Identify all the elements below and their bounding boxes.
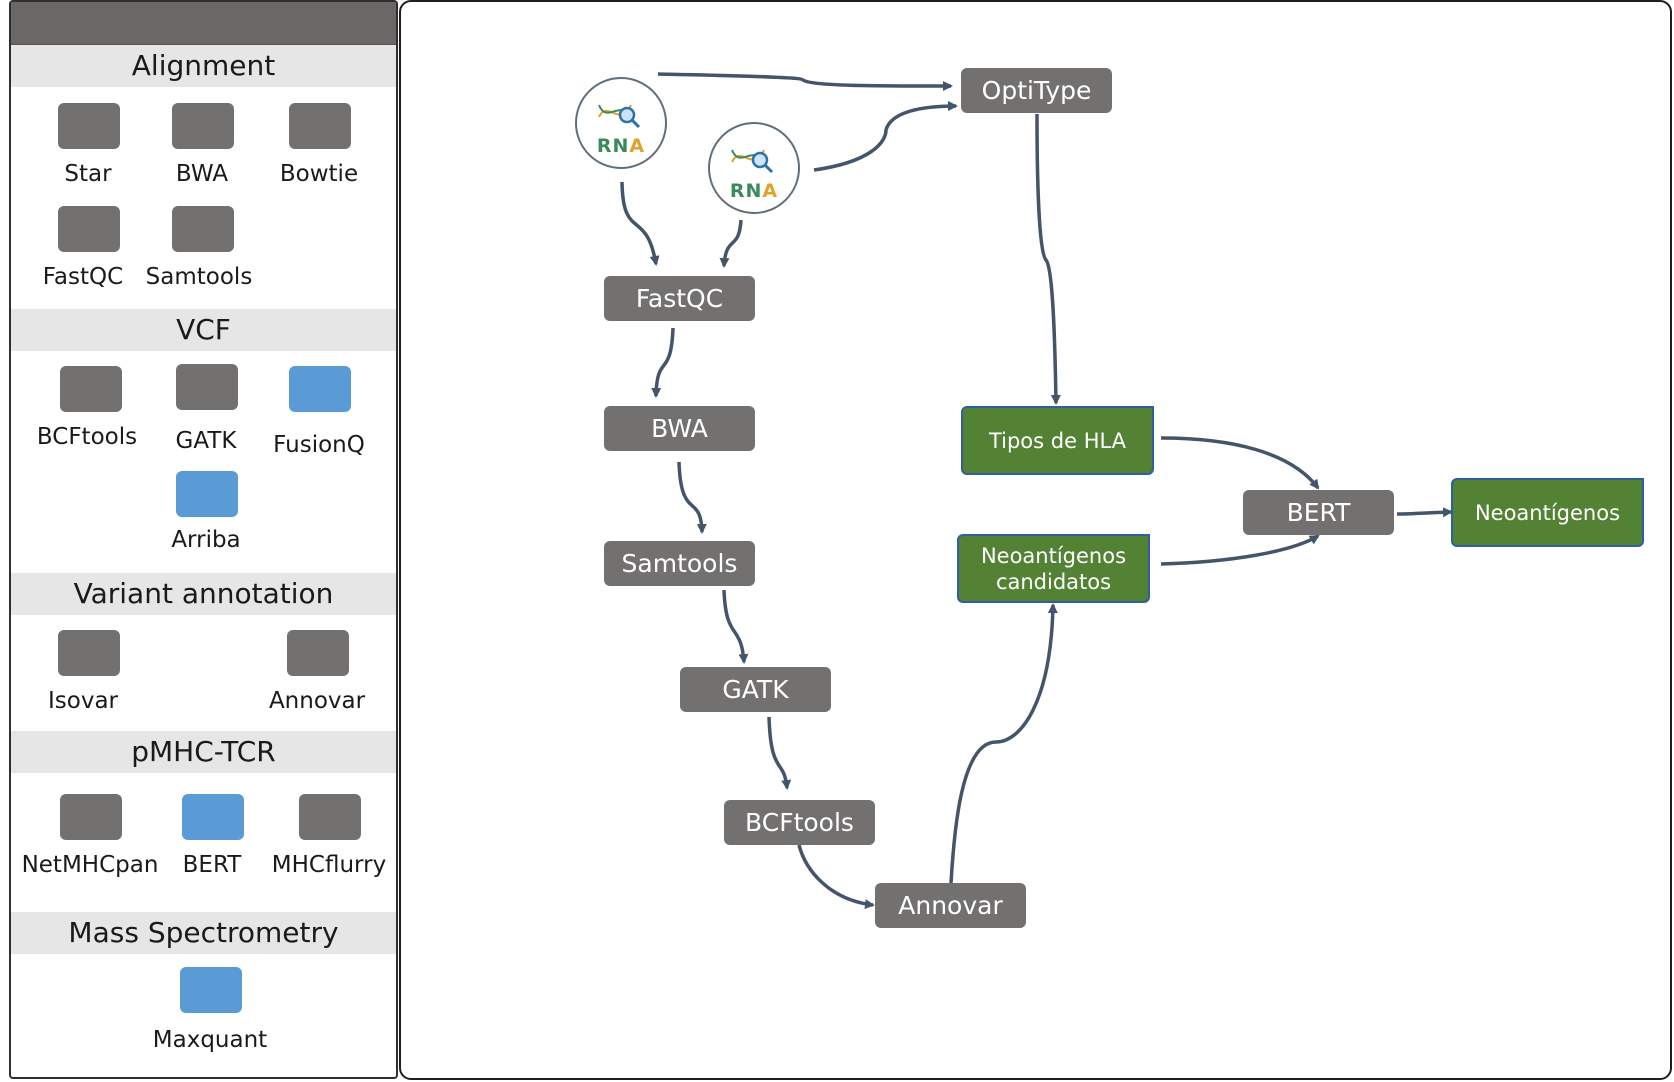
edge-optitype-hla [1035, 113, 1061, 405]
candidates-line-1: Neoantígenos [980, 543, 1127, 568]
tool-isovar-label: Isovar [48, 688, 118, 714]
node-bwa[interactable]: BWA [604, 406, 755, 451]
tool-annovar-label: Annovar [268, 688, 366, 714]
tool-bcftools-swatch [60, 366, 122, 412]
tool-samtools[interactable]: Samtools [132, 206, 272, 316]
edge-bwa-samtools [677, 461, 707, 534]
dna-magnifier-icon [731, 149, 774, 174]
tool-netmhcpan-swatch [60, 794, 122, 840]
section-vcf-title: VCF [11, 309, 396, 351]
rna-input-2[interactable]: RNA [708, 122, 800, 214]
tool-isovar-swatch [58, 630, 120, 676]
tool-maxquant[interactable]: Maxquant [140, 967, 280, 1077]
edge-bert-neoantigens [1396, 507, 1453, 518]
tool-samtools-label: Samtools [145, 264, 253, 290]
tool-bert[interactable]: BERT [142, 794, 282, 904]
tool-netmhcpan-label: NetMHCpan [21, 852, 159, 878]
tool-isovar[interactable]: Isovar [18, 630, 158, 740]
tool-bwa[interactable]: BWA [132, 103, 272, 213]
section-mass-spectrometry-title: Mass Spectrometry [11, 912, 396, 954]
tool-gatk[interactable]: GATK [136, 364, 276, 474]
tool-arriba-label: Arriba [171, 527, 241, 553]
node-samtools[interactable]: Samtools [604, 541, 755, 586]
tool-bwa-swatch [172, 103, 234, 149]
tool-bert-swatch [182, 794, 244, 840]
node-annovar[interactable]: Annovar [875, 883, 1026, 928]
tool-annovar-swatch [287, 630, 349, 676]
section-pmhc-tcr-title: pMHC-TCR [11, 731, 396, 773]
tool-samtools-swatch [172, 206, 234, 252]
tool-star-label: Star [64, 161, 112, 187]
tool-fusionq[interactable]: FusionQ [249, 366, 389, 476]
tool-star[interactable]: Star [18, 103, 158, 213]
edge-hla-bert [1160, 436, 1320, 490]
tool-star-swatch [58, 103, 120, 149]
node-neoantigen-candidates[interactable]: Neoantígenos candidatos [957, 534, 1150, 603]
edge-annovar-candidates [949, 603, 1058, 884]
tool-bert-label: BERT [182, 852, 242, 878]
node-gatk[interactable]: GATK [680, 667, 831, 712]
tool-mhcflurry-swatch [299, 794, 361, 840]
rna-input-1[interactable]: RNA [575, 77, 667, 169]
tool-bwa-label: BWA [175, 161, 229, 187]
node-bert[interactable]: BERT [1243, 490, 1394, 535]
tool-palette-sidebar: Alignment Star BWA Bowtie FastQC Samtool… [9, 0, 398, 1079]
workflow-connectors [620, 72, 1453, 910]
edge-candidates-bert [1160, 534, 1320, 566]
node-hla-types[interactable]: Tipos de HLA [961, 406, 1154, 475]
workflow-canvas[interactable]: RNA RNA OptiType FastQC BWA Samtools GAT… [399, 0, 1672, 1080]
dna-magnifier-icon [598, 104, 641, 129]
tool-bcftools[interactable]: BCFtools [20, 366, 160, 476]
tool-netmhcpan[interactable]: NetMHCpan [20, 794, 160, 904]
edge-rna1-fastqc [620, 181, 660, 266]
edge-fastqc-bwa [651, 327, 675, 398]
tool-maxquant-swatch [180, 967, 242, 1013]
edge-bcftools-annovar [797, 844, 875, 910]
edge-rna2-fastqc [719, 219, 743, 268]
section-alignment-title: Alignment [11, 45, 396, 87]
edge-rna2-optitype [813, 101, 958, 172]
tool-arriba[interactable]: Arriba [136, 471, 276, 581]
tool-mhcflurry[interactable]: MHCflurry [259, 794, 399, 904]
tool-bcftools-label: BCFtools [36, 424, 138, 450]
tool-fastqc-label: FastQC [42, 264, 124, 290]
tool-annovar[interactable]: Annovar [247, 630, 387, 740]
candidates-line-2: candidatos [995, 569, 1112, 594]
tool-bowtie[interactable]: Bowtie [249, 103, 389, 213]
node-fastqc[interactable]: FastQC [604, 276, 755, 321]
section-variant-annotation-title: Variant annotation [11, 573, 396, 615]
tool-bowtie-swatch [289, 103, 351, 149]
tool-arriba-swatch [176, 471, 238, 517]
tool-fusionq-label: FusionQ [273, 432, 365, 458]
tool-bowtie-label: Bowtie [279, 161, 359, 187]
node-optitype[interactable]: OptiType [961, 68, 1112, 113]
node-bcftools[interactable]: BCFtools [724, 800, 875, 845]
tool-fusionq-swatch [289, 366, 351, 412]
tool-gatk-swatch [176, 364, 238, 410]
sidebar-header-bar[interactable] [11, 2, 396, 45]
tool-gatk-label: GATK [175, 428, 237, 454]
edge-gatk-bcftools [767, 716, 792, 790]
tool-fastqc[interactable]: FastQC [18, 206, 158, 316]
edge-rna1-optitype [657, 72, 953, 91]
rna-label: RNA [729, 180, 779, 202]
rna-label: RNA [596, 135, 646, 157]
node-neoantigens[interactable]: Neoantígenos [1451, 478, 1644, 547]
tool-fastqc-swatch [58, 206, 120, 252]
tool-maxquant-label: Maxquant [152, 1027, 268, 1053]
edge-samtools-gatk [722, 589, 749, 664]
tool-mhcflurry-label: MHCflurry [271, 852, 387, 878]
